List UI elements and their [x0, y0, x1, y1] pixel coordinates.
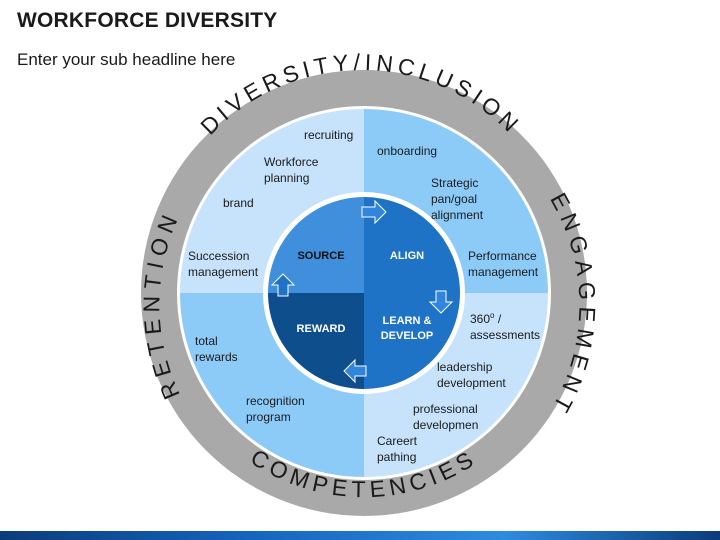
footer-accent-bar	[0, 531, 720, 540]
arrow-right-icon	[361, 199, 387, 225]
center-align-segment	[364, 197, 460, 293]
item-performance-line2: management	[468, 265, 539, 279]
item-succession-line2: management	[188, 265, 259, 279]
center-label-learn-line2: DEVELOP	[381, 330, 434, 342]
arrow-down-icon	[428, 290, 454, 314]
item-workforce-planning-line1: Workforce	[264, 155, 319, 169]
center-label-source: SOURCE	[297, 250, 344, 262]
center-source-segment	[268, 197, 364, 293]
item-professional-line1: professional	[413, 402, 478, 416]
center-label-reward: REWARD	[297, 323, 346, 335]
page-subtitle: Enter your sub headline here	[17, 50, 236, 69]
item-assessments-line2: assessments	[470, 328, 540, 342]
item-onboarding: onboarding	[377, 144, 437, 158]
item-strategic-line1: Strategic	[431, 176, 478, 190]
item-strategic-line3: alignment	[431, 208, 484, 222]
item-brand: brand	[223, 196, 254, 210]
center-label-learn-line1: LEARN &	[383, 315, 432, 327]
item-total-rewards-line2: rewards	[195, 350, 238, 364]
center-learn-segment	[364, 293, 460, 389]
center-reward-segment	[268, 293, 364, 389]
item-recognition-line1: recognition	[246, 394, 305, 408]
item-workforce-planning-line2: planning	[264, 171, 309, 185]
item-succession-line1: Succession	[188, 249, 249, 263]
item-leadership-line2: development	[437, 376, 506, 390]
item-total-rewards-line1: total	[195, 334, 218, 348]
item-recruiting: recruiting	[304, 128, 353, 142]
item-leadership-line1: leadership	[437, 360, 493, 374]
item-performance-line1: Performance	[468, 249, 537, 263]
page-title: WORKFORCE DIVERSITY	[17, 9, 278, 32]
item-professional-line2: developmen	[413, 418, 478, 432]
item-recognition-line2: program	[246, 410, 291, 424]
arrow-up-icon	[270, 273, 296, 297]
item-career-line1: Careert	[377, 434, 418, 448]
item-strategic-line2: pan/goal	[431, 192, 477, 206]
arrow-left-icon	[343, 358, 367, 384]
item-assessments-line1: 360o /	[470, 311, 502, 326]
item-career-line2: pathing	[377, 450, 416, 464]
center-label-align: ALIGN	[390, 250, 424, 262]
